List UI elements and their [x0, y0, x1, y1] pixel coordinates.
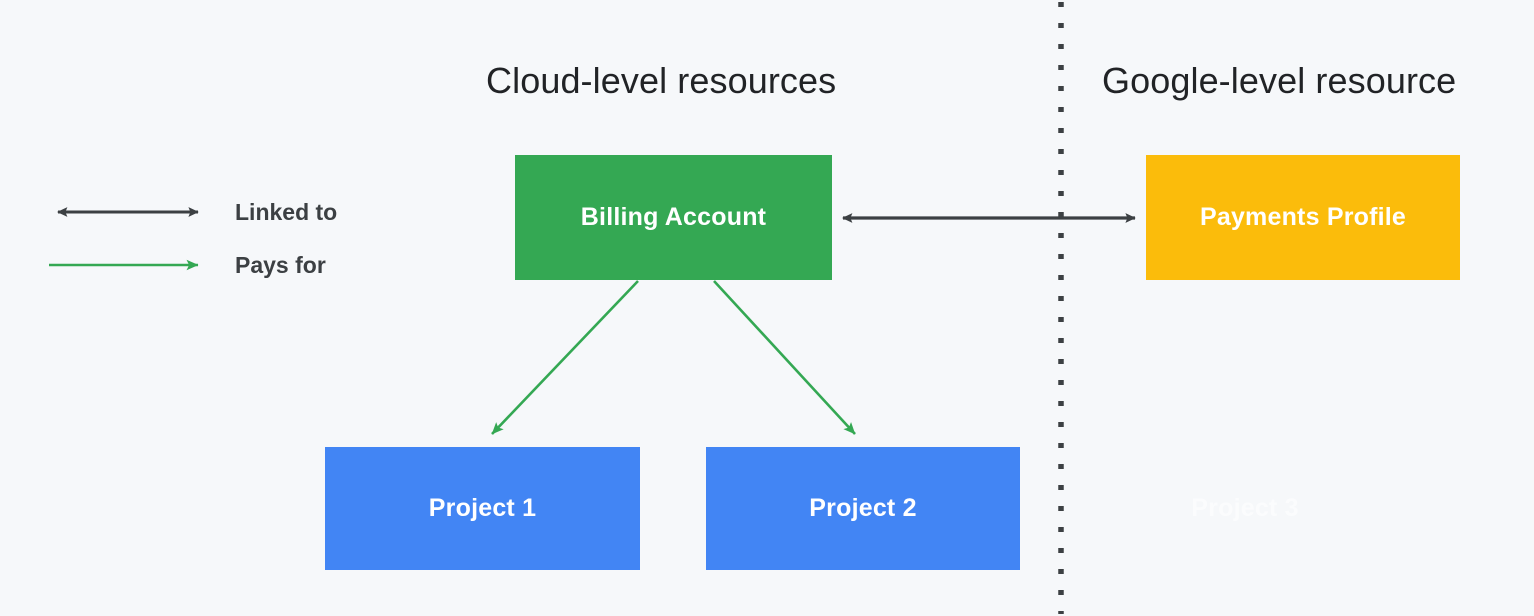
- edge-billing-to-project-2: [713, 280, 856, 435]
- node-billing-account[interactable]: Billing Account: [515, 155, 832, 280]
- edge-billing-to-project-1: [491, 280, 639, 435]
- node-project-1[interactable]: Project 1: [325, 447, 640, 570]
- node-payments-profile[interactable]: Payments Profile: [1146, 155, 1460, 280]
- section-heading-cloud-level: Cloud-level resources: [486, 60, 837, 101]
- legend-label-linked-to: Linked to: [235, 199, 338, 225]
- legend-label-pays-for: Pays for: [235, 252, 326, 278]
- node-project-3: Project 3: [1191, 494, 1299, 522]
- node-project-2[interactable]: Project 2: [706, 447, 1020, 570]
- section-heading-google-level: Google-level resource: [1102, 60, 1457, 101]
